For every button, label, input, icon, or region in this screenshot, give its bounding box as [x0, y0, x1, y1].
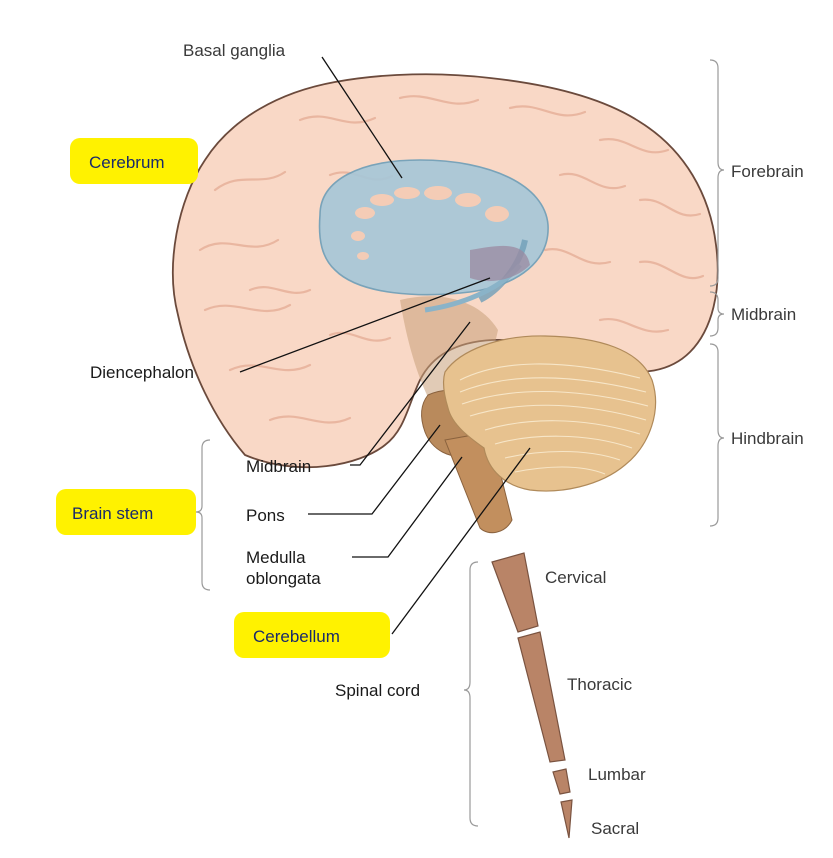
- spinal-cord-label: Spinal cord: [335, 681, 420, 700]
- brace-midbrain: [709, 291, 725, 337]
- thoracic-label: Thoracic: [567, 675, 633, 694]
- cerebrum-label: Cerebrum: [89, 153, 165, 172]
- cerebrum-highlight: [70, 138, 198, 184]
- hindbrain-label: Hindbrain: [731, 429, 804, 448]
- brace-hindbrain: [709, 343, 725, 527]
- medulla-label-line2: oblongata: [246, 569, 321, 588]
- midbrain-stem-label: Midbrain: [246, 457, 311, 476]
- cerebellum-highlight: [234, 612, 390, 658]
- cerebellum-label: Cerebellum: [253, 627, 340, 646]
- spinal-cord-shape: [491, 552, 573, 839]
- brace-brain-stem: [195, 439, 211, 591]
- cerebellum-shape: [442, 335, 657, 492]
- sacral-label: Sacral: [591, 819, 639, 838]
- leader-medulla: [352, 456, 463, 558]
- leader-midbrain: [350, 321, 471, 466]
- brain-stem-label: Brain stem: [72, 504, 153, 523]
- leader-pons: [308, 424, 441, 515]
- basal-ganglia-label: Basal ganglia: [183, 41, 286, 60]
- brain-stem-highlight: [56, 489, 196, 535]
- brace-forebrain: [709, 59, 725, 287]
- brace-spinal-cord: [463, 561, 479, 827]
- medulla-label-line1: Medulla: [246, 548, 306, 567]
- cervical-label: Cervical: [545, 568, 606, 587]
- midbrain-region-label: Midbrain: [731, 305, 796, 324]
- diencephalon-label: Diencephalon: [90, 363, 194, 382]
- leader-basal-ganglia: [321, 56, 403, 179]
- leader-cerebellum: [391, 447, 531, 635]
- basal-ganglia-shape: [318, 159, 549, 313]
- braces: [195, 59, 725, 827]
- lumbar-label: Lumbar: [588, 765, 646, 784]
- forebrain-label: Forebrain: [731, 162, 804, 181]
- leader-diencephalon: [239, 277, 491, 373]
- leader-lines: [239, 56, 531, 635]
- pons-label: Pons: [246, 506, 285, 525]
